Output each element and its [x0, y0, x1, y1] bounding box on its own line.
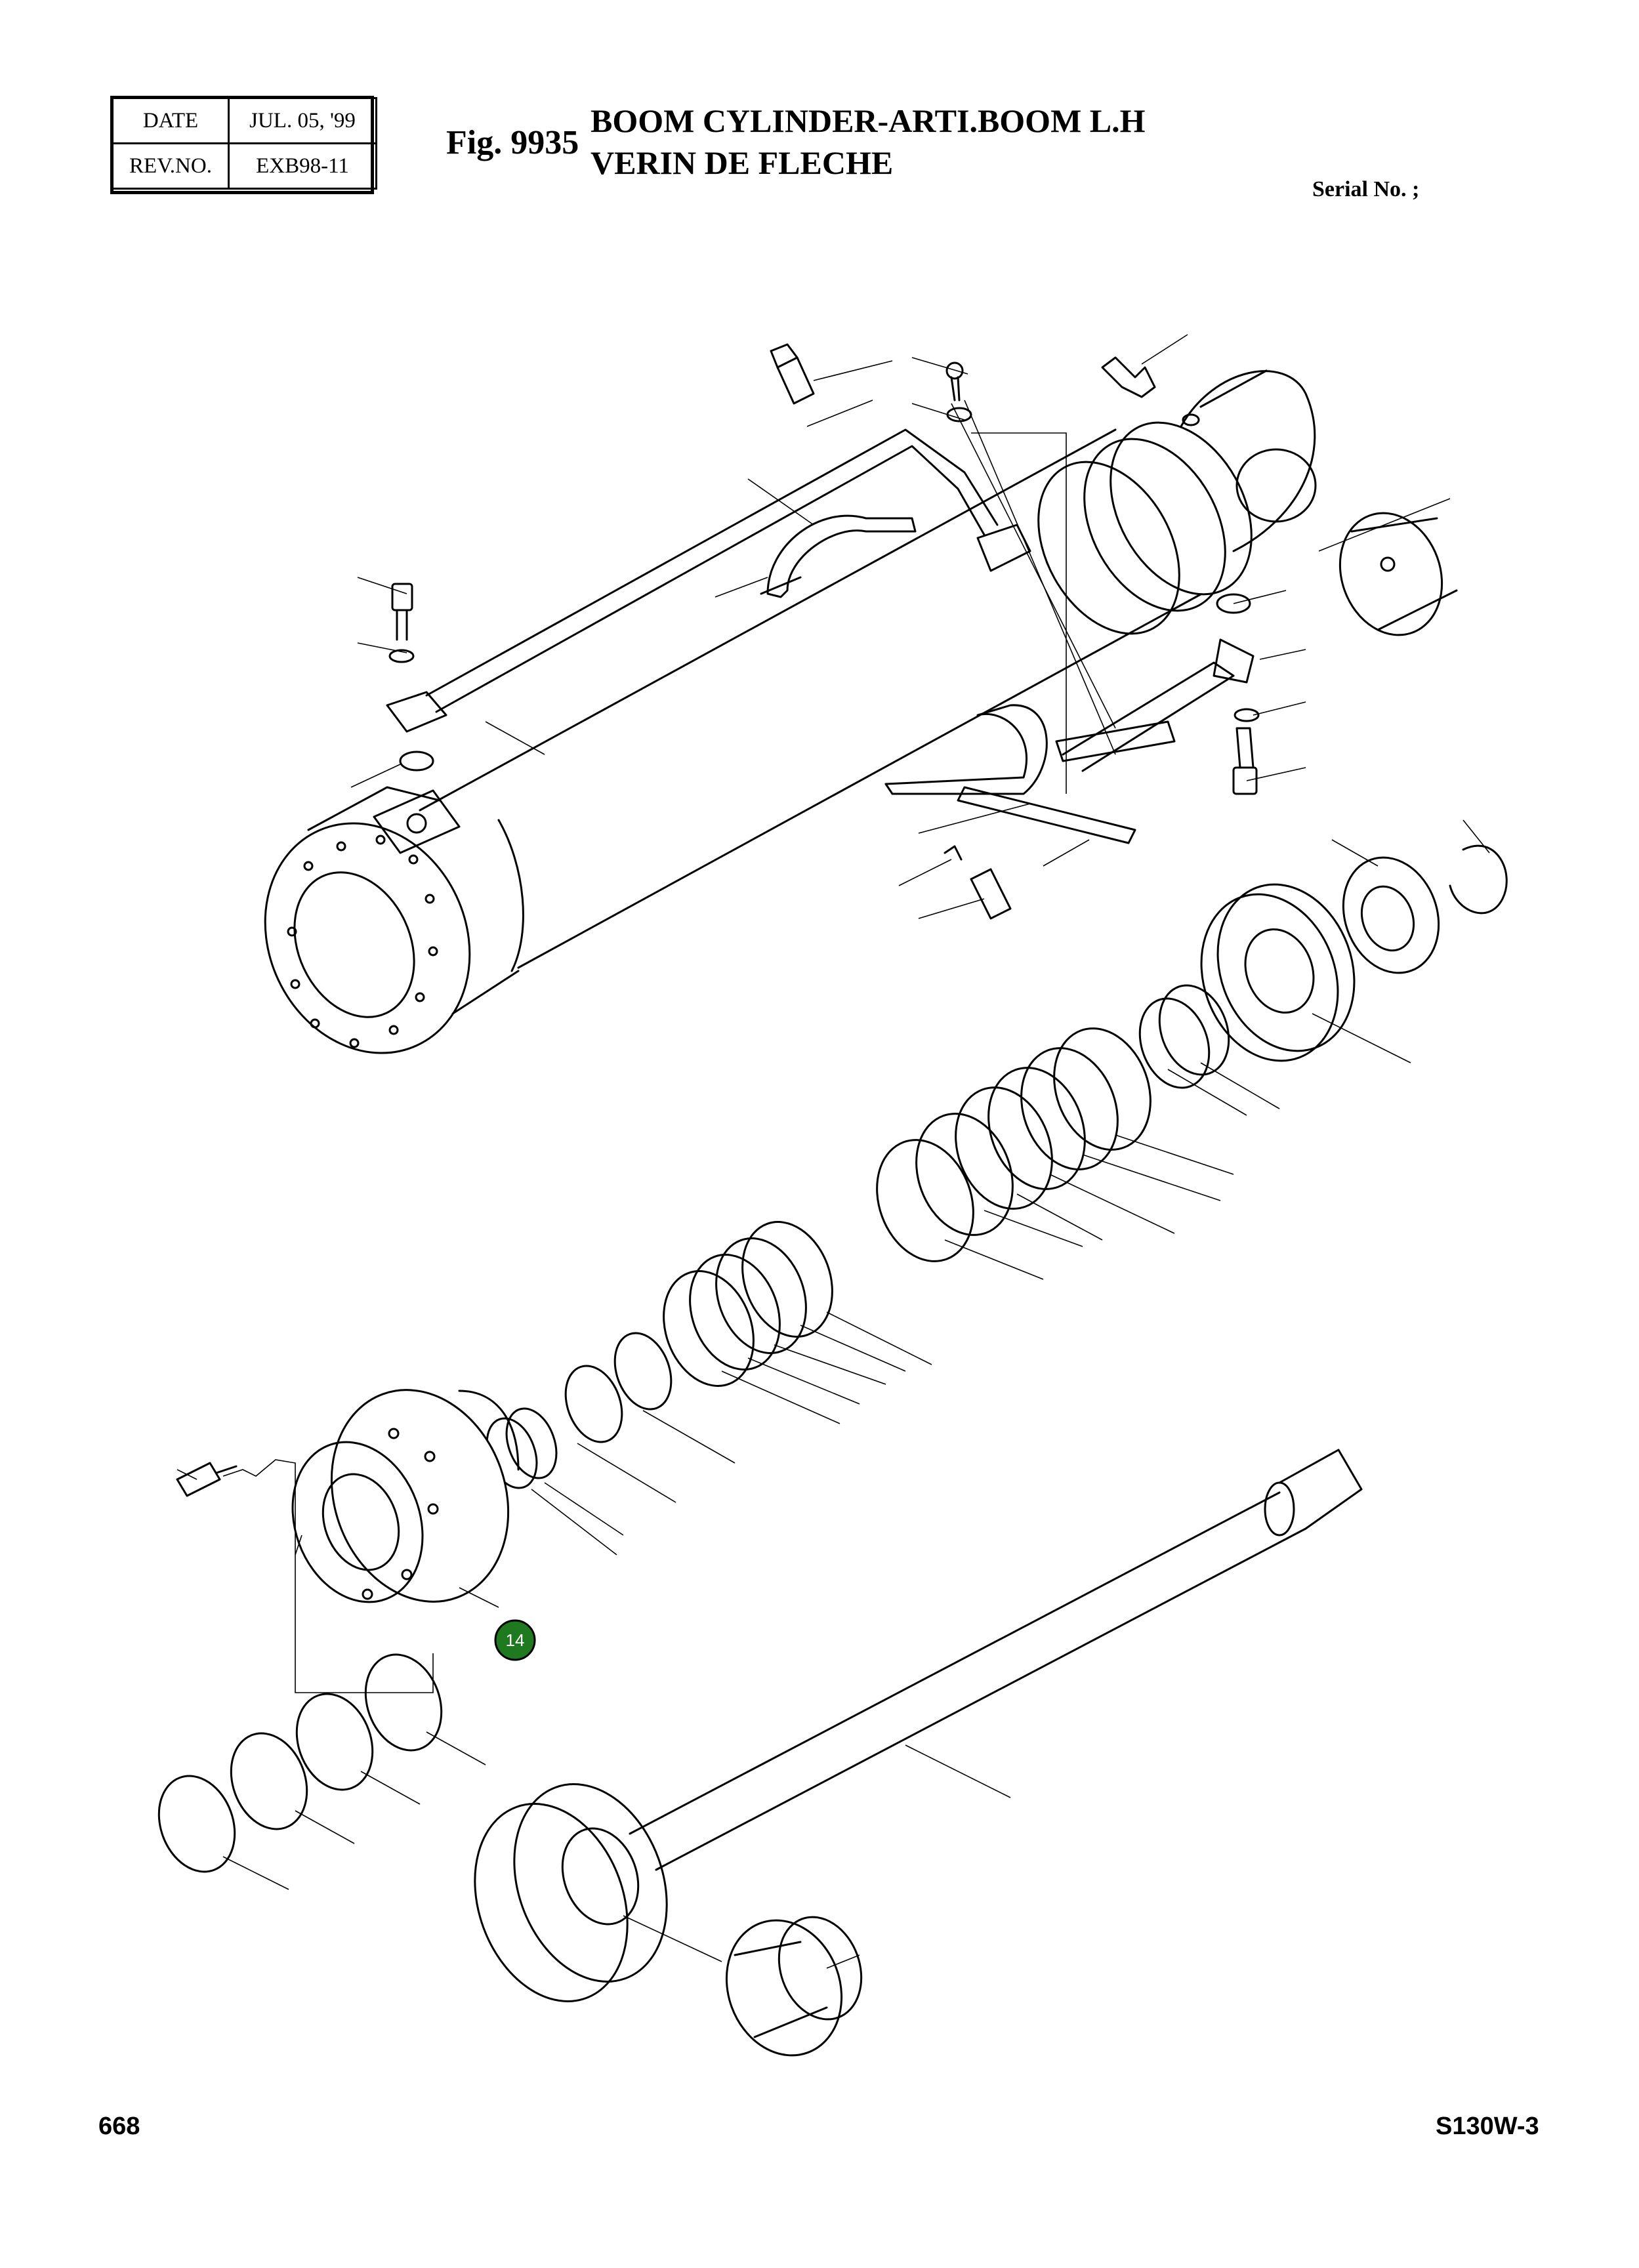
date-label: DATE	[112, 97, 230, 144]
date-value: JUL. 05, '99	[228, 97, 377, 144]
piston-seal-rings[interactable]	[861, 976, 1241, 1275]
figure-number: Fig. 9935	[446, 124, 579, 161]
pipe-clamp-lower[interactable]	[884, 704, 1176, 844]
callout-14[interactable]: 14	[494, 1619, 536, 1661]
model-number: S130W-3	[1436, 2113, 1539, 2140]
piston-rod[interactable]	[449, 1449, 1363, 2023]
figure-title: BOOM CYLINDER-ARTI.BOOM L.H VERIN DE FLE…	[591, 100, 1146, 184]
rev-value: EXB98-11	[228, 142, 377, 190]
rod-cover[interactable]	[271, 1365, 537, 1626]
piston[interactable]	[1179, 865, 1377, 1081]
revision-table: DATE JUL. 05, '99 REV.NO. EXB98-11	[112, 97, 377, 190]
figure-title-fr: VERIN DE FLECHE	[591, 144, 894, 181]
serial-number: Serial No. ;	[1312, 177, 1420, 201]
socket-bolt-left[interactable]	[388, 583, 434, 772]
page-number: 668	[98, 2113, 140, 2140]
pin-bushing[interactable]	[1323, 499, 1459, 649]
callout-14-label: 14	[506, 1630, 525, 1650]
figure-title-en: BOOM CYLINDER-ARTI.BOOM L.H	[591, 102, 1146, 139]
rev-label: REV.NO.	[112, 142, 230, 190]
rod-end-bushing[interactable]	[708, 1904, 875, 2071]
flange-bolt-holes	[287, 835, 438, 1048]
cover-bolt[interactable]	[176, 1462, 238, 1497]
grease-nipple[interactable]	[1101, 356, 1156, 398]
leader-lines	[176, 334, 1490, 1969]
socket-bolt-top[interactable]	[770, 343, 815, 405]
socket-bolt-right[interactable]	[1216, 593, 1260, 795]
hydraulic-pipe[interactable]	[386, 428, 1255, 772]
head-flange[interactable]	[228, 786, 524, 1087]
rod-seal-rings[interactable]	[478, 1209, 848, 1495]
wiper-rings[interactable]	[146, 1644, 455, 1883]
small-bolt-lower[interactable]	[944, 845, 1012, 920]
lock-nut[interactable]	[1327, 844, 1454, 986]
pipe-clamp-upper[interactable]	[760, 514, 917, 598]
cylinder-tube[interactable]	[419, 369, 1317, 969]
lock-ring[interactable]	[1449, 844, 1508, 915]
